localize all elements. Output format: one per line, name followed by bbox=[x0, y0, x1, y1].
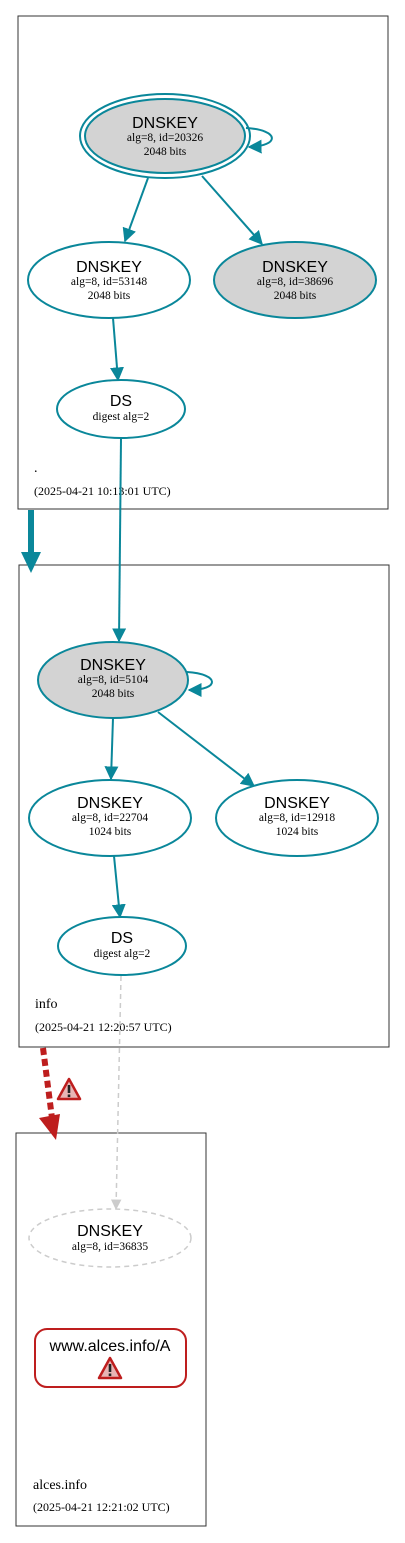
node-dnskey-22704: DNSKEY alg=8, id=22704 1024 bits bbox=[28, 779, 192, 857]
node-title: www.alces.info/A bbox=[49, 1338, 171, 1355]
zone-root-name: . bbox=[34, 461, 38, 476]
edge-20326-53148 bbox=[122, 177, 149, 243]
node-line1: digest alg=2 bbox=[93, 411, 150, 423]
edge-53148-ds bbox=[110, 317, 124, 382]
zone-root-timestamp: (2025-04-21 10:13:01 UTC) bbox=[34, 484, 171, 498]
warning-icon bbox=[97, 1356, 123, 1380]
node-title: DS bbox=[111, 930, 133, 947]
edge-ds-36835 bbox=[110, 975, 122, 1211]
node-line1: alg=8, id=22704 bbox=[72, 812, 148, 824]
zone-alces-name: alces.info bbox=[33, 1478, 87, 1493]
node-line1: digest alg=2 bbox=[94, 948, 151, 960]
edge-ds-5104 bbox=[112, 437, 127, 643]
delegation-info-alces bbox=[40, 1047, 55, 1119]
node-dnskey-20326: DNSKEY alg=8, id=20326 2048 bits bbox=[79, 93, 251, 179]
node-line1: alg=8, id=12918 bbox=[259, 812, 335, 824]
node-dnskey-5104: DNSKEY alg=8, id=5104 2048 bits bbox=[37, 641, 189, 719]
zone-info-name: info bbox=[35, 997, 58, 1012]
edge-20326-38696 bbox=[201, 175, 263, 246]
delegation-root-info-head bbox=[21, 552, 41, 573]
node-title: DNSKEY bbox=[262, 259, 328, 276]
node-line2: 1024 bits bbox=[276, 826, 319, 838]
node-dnskey-36835: DNSKEY alg=8, id=36835 bbox=[28, 1208, 192, 1268]
node-title: DNSKEY bbox=[264, 795, 330, 812]
node-line1: alg=8, id=36835 bbox=[72, 1241, 148, 1253]
zone-info-timestamp: (2025-04-21 12:20:57 UTC) bbox=[35, 1020, 172, 1034]
edge-self-5104 bbox=[186, 671, 213, 697]
node-line1: alg=8, id=5104 bbox=[78, 674, 149, 686]
delegation-info-alces-head bbox=[39, 1114, 60, 1140]
node-ds-root: DS digest alg=2 bbox=[56, 379, 186, 439]
node-line1: alg=8, id=20326 bbox=[127, 132, 203, 144]
node-title: DNSKEY bbox=[77, 1223, 143, 1240]
edge-5104-22704 bbox=[104, 717, 119, 781]
node-line1: alg=8, id=53148 bbox=[71, 276, 147, 288]
node-title: DNSKEY bbox=[77, 795, 143, 812]
node-dnskey-12918: DNSKEY alg=8, id=12918 1024 bits bbox=[215, 779, 379, 857]
node-dnskey-38696: DNSKEY alg=8, id=38696 2048 bits bbox=[213, 241, 377, 319]
edge-5104-12918 bbox=[157, 711, 256, 787]
edge-self-20326 bbox=[245, 127, 273, 154]
node-line2: 1024 bits bbox=[89, 826, 132, 838]
zone-alces-timestamp: (2025-04-21 12:21:02 UTC) bbox=[33, 1500, 170, 1514]
node-line1: alg=8, id=38696 bbox=[257, 276, 333, 288]
node-line2: 2048 bits bbox=[88, 290, 131, 302]
node-title: DNSKEY bbox=[80, 657, 146, 674]
node-dnskey-53148: DNSKEY alg=8, id=53148 2048 bits bbox=[27, 241, 191, 319]
node-title: DNSKEY bbox=[132, 115, 198, 132]
edge-22704-ds bbox=[111, 855, 126, 919]
node-title: DS bbox=[110, 393, 132, 410]
node-line2: 2048 bits bbox=[144, 146, 187, 158]
node-line2: 2048 bits bbox=[274, 290, 317, 302]
node-title: DNSKEY bbox=[76, 259, 142, 276]
warning-icon bbox=[56, 1077, 82, 1101]
node-ds-info: DS digest alg=2 bbox=[57, 916, 187, 976]
node-line2: 2048 bits bbox=[92, 688, 135, 700]
